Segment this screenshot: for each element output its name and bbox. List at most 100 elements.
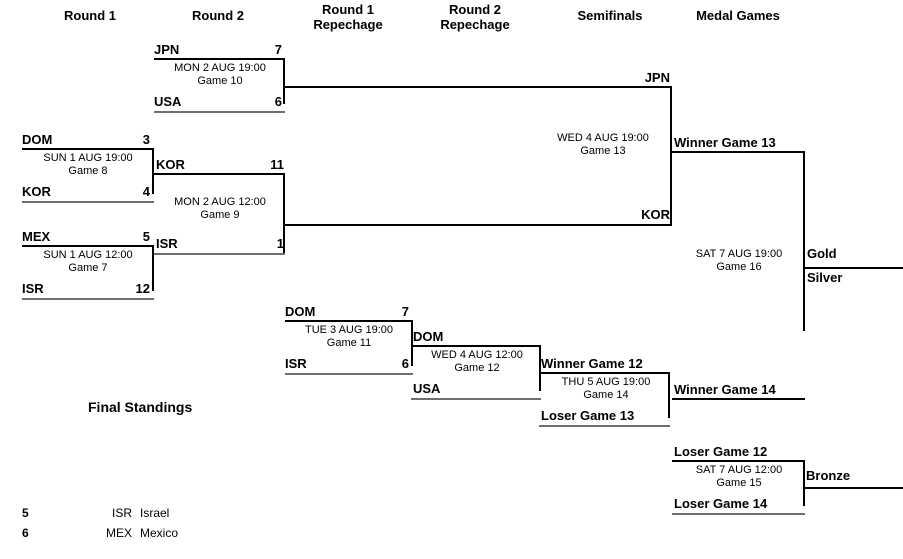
match-game15-top-rule [672,460,805,462]
column-header-round-2: Round 2 [192,8,244,23]
column-header-round-1-repechage: Round 1 Repechage [313,2,383,32]
match-game9-info: MON 2 AUG 12:00 Game 9 [174,196,266,221]
match-game11-bottom-score: 6 [401,356,409,371]
match-game8-info: SUN 1 AUG 19:00 Game 8 [43,152,133,177]
match-game15-top-slot[interactable]: Loser Game 12 [674,442,802,460]
match-game7-info: SUN 1 AUG 12:00 Game 7 [43,249,133,274]
standings-country-2: Mexico [140,526,179,540]
match-game7-top-score: 5 [142,229,150,244]
match-game15-top-team: Loser Game 12 [674,444,768,459]
match-game7-bottom-slot[interactable]: ISR 12 [22,279,150,297]
gold-silver-rule [805,267,903,269]
match-game10-right-edge [283,58,285,104]
match-game9-top-team: KOR [156,157,185,172]
match-game9-bottom-score: 1 [276,236,284,251]
match-game13-bottom-slot[interactable]: KOR [540,205,670,223]
match-game10-bottom-rule [154,111,285,113]
final-standings-title: Final Standings [88,399,193,415]
match-game11-bottom-slot[interactable]: ISR 6 [285,354,409,372]
column-header-medal-games: Medal Games [696,8,780,23]
match-game14-top-team: Winner Game 12 [541,356,643,371]
match-game14-right-edge [668,372,670,418]
match-game11-top-rule [285,320,413,322]
match-game8-top-score: 3 [142,132,150,147]
match-game11-info: TUE 3 AUG 19:00 Game 11 [304,324,394,349]
match-game9-bottom-rule [154,253,285,255]
standings-rank-1: 5 [22,506,29,520]
match-game12-info: WED 4 AUG 12:00 Game 12 [431,349,523,374]
match-game16-top-rule [672,151,805,153]
match-game8-top-team: DOM [22,132,53,147]
match-game16-top-slot[interactable]: Winner Game 13 [674,133,802,151]
column-header-semifinals: Semifinals [577,8,643,23]
match-game14-bottom-slot[interactable]: Loser Game 13 [541,406,669,424]
match-game10-top-rule [154,58,285,60]
match-game15-bottom-rule [672,513,805,515]
column-header-round-1: Round 1 [64,8,116,23]
bronze-medal-label: Bronze [806,468,851,483]
match-game16-bottom-rule [672,398,805,400]
match-game7-top-rule [22,245,154,247]
match-game15-info: SAT 7 AUG 12:00 Game 15 [695,464,783,489]
match-game8-top-slot[interactable]: DOM 3 [22,130,150,148]
standings-rank-2: 6 [22,526,29,540]
match-game14-info: THU 5 AUG 19:00 Game 14 [561,376,651,401]
match-game13-top-slot[interactable]: JPN [540,68,670,86]
match-game7-right-edge [152,245,154,291]
match-game7-bottom-team: ISR [22,281,44,296]
match-game9-top-score: 11 [270,157,284,172]
match-game7-bottom-rule [22,298,154,300]
match-game9-bottom-slot[interactable]: ISR 1 [156,234,284,252]
match-game10-info: MON 2 AUG 19:00 Game 10 [174,62,266,87]
match-game14-bottom-rule [539,425,670,427]
match-game9-top-slot[interactable]: KOR 11 [156,155,284,173]
match-game9-right-edge [283,173,285,253]
bronze-rule [805,487,903,489]
match-game8-bottom-rule [22,201,154,203]
column-header-round-2-repechage: Round 2 Repechage [440,2,510,32]
match-game7-bottom-score: 12 [135,281,150,296]
standings-country-1: Israel [140,506,170,520]
match-game11-right-edge [411,320,413,366]
standings-code-1: ISR [111,506,132,520]
match-game10-bottom-team: USA [154,94,182,109]
match-game12-bottom-rule [411,398,541,400]
match-game12-right-edge [539,345,541,391]
match-game12-bottom-slot[interactable]: USA [413,379,537,397]
match-game16-right-edge [803,151,805,331]
match-game8-right-edge [152,148,154,194]
match-game13-right-edge [670,86,672,225]
match-game10-top-score: 7 [274,42,282,57]
match-game14-top-slot[interactable]: Winner Game 12 [541,354,669,372]
match-game16-bottom-slot[interactable]: Winner Game 14 [674,380,802,398]
match-game13-bottom-rule [285,224,672,226]
match-game16-bottom-team: Winner Game 14 [674,382,776,397]
match-game13-info: WED 4 AUG 19:00 Game 13 [557,132,649,157]
match-game15-bottom-slot[interactable]: Loser Game 14 [674,494,802,512]
match-game7-top-slot[interactable]: MEX 5 [22,227,150,245]
match-game13-top-team: JPN [644,70,670,85]
match-game16-info: SAT 7 AUG 19:00 Game 16 [695,248,783,273]
match-game7-top-team: MEX [22,229,51,244]
match-game10-top-slot[interactable]: JPN 7 [154,40,282,58]
match-game11-top-slot[interactable]: DOM 7 [285,302,409,320]
standings-code-2: MEX [105,526,132,540]
match-game12-top-rule [411,345,541,347]
match-game15-bottom-team: Loser Game 14 [674,496,768,511]
match-game15-right-edge [803,460,805,506]
match-game8-top-rule [22,148,154,150]
match-game12-top-slot[interactable]: DOM [413,327,537,345]
match-game12-top-team: DOM [413,329,444,344]
match-game12-bottom-team: USA [413,381,441,396]
match-game11-bottom-rule [285,373,413,375]
match-game8-bottom-slot[interactable]: KOR 4 [22,182,150,200]
match-game10-bottom-score: 6 [274,94,282,109]
match-game11-top-score: 7 [401,304,409,319]
match-game13-top-rule [285,86,672,88]
match-game10-bottom-slot[interactable]: USA 6 [154,92,282,110]
match-game13-bottom-team: KOR [641,207,670,222]
match-game16-top-team: Winner Game 13 [674,135,776,150]
match-game14-top-rule [539,372,670,374]
match-game11-top-team: DOM [285,304,316,319]
